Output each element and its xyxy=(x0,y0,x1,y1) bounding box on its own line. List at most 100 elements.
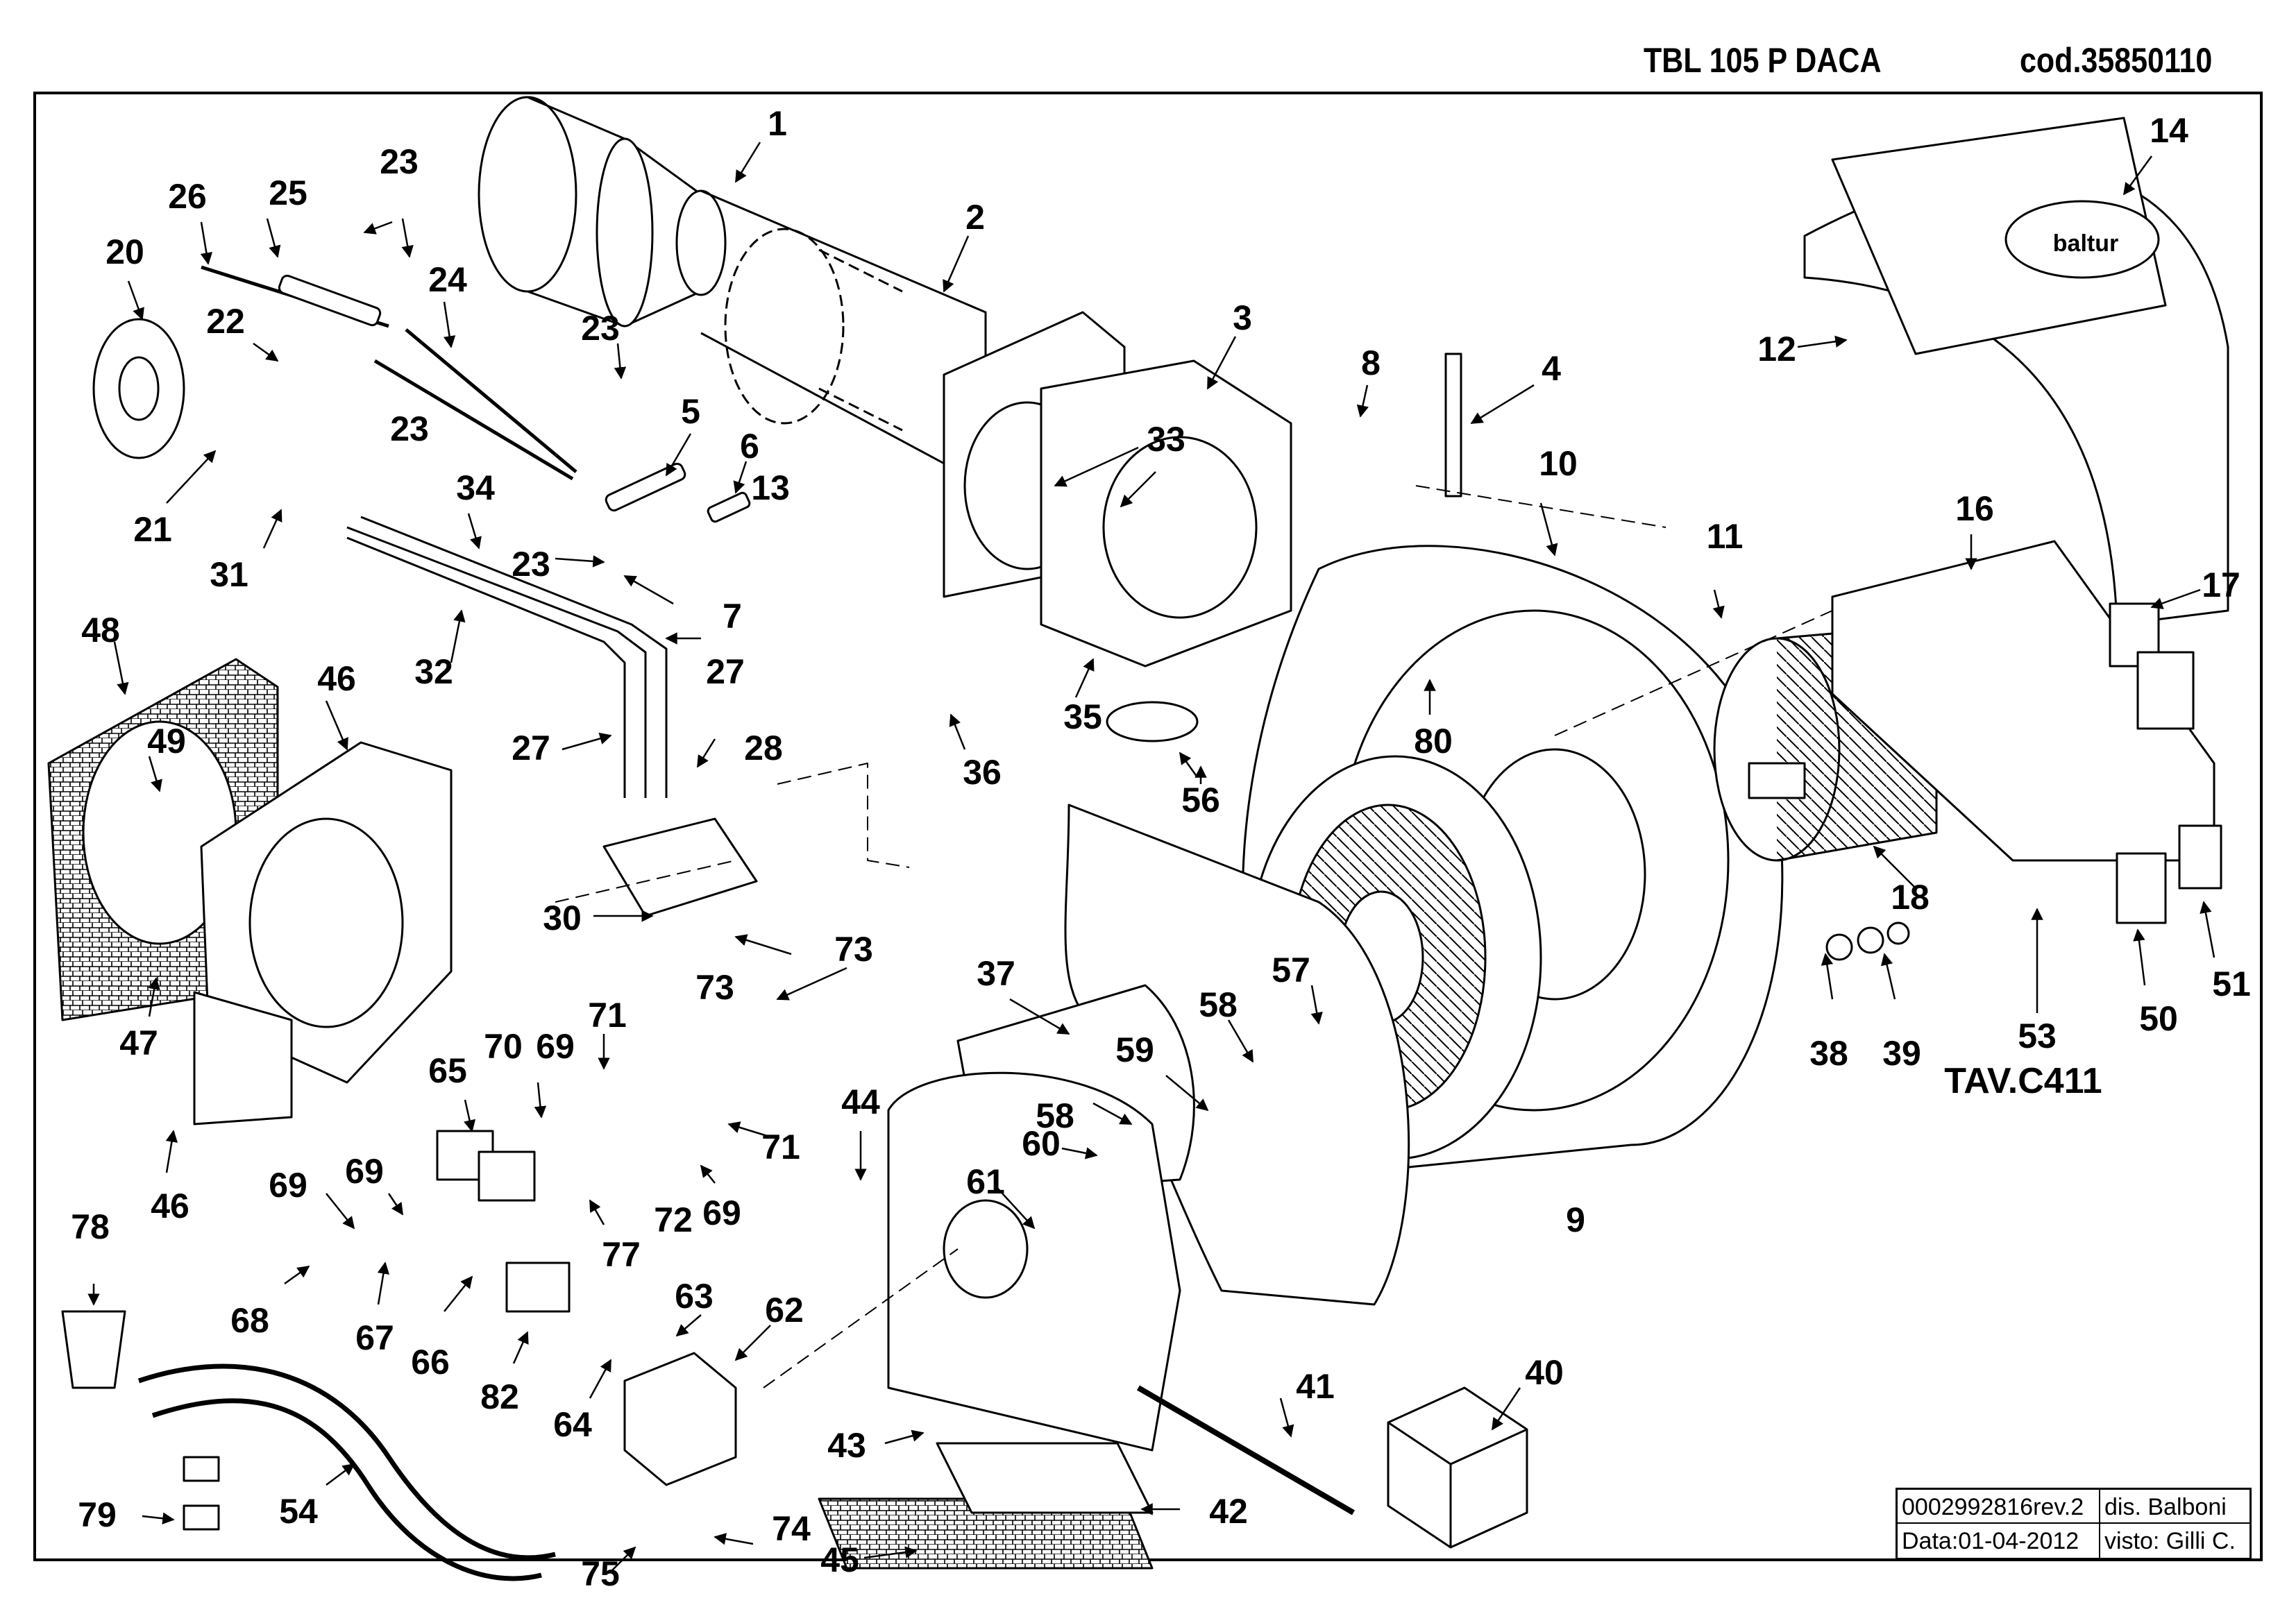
plug xyxy=(2116,852,2167,924)
callout-label: 60 xyxy=(1022,1124,1061,1163)
callout-label: 58 xyxy=(1036,1096,1074,1135)
callout-numbers: 1 2 3 4 5 6 7 8 9 10 11 12 13 14 16 17 1… xyxy=(71,104,2251,1593)
callout-label: 69 xyxy=(702,1193,741,1232)
callout-label: 53 xyxy=(2018,1017,2057,1055)
callout-label: 69 xyxy=(345,1152,384,1191)
callout-label: 30 xyxy=(543,899,582,937)
callout-label: 12 xyxy=(1757,330,1796,368)
callout-label: 46 xyxy=(317,659,356,698)
callout-label: 69 xyxy=(269,1166,307,1205)
pin xyxy=(707,491,751,523)
ring xyxy=(1825,933,1853,961)
callout-label: 39 xyxy=(1882,1034,1921,1073)
callout-label: 77 xyxy=(602,1235,641,1274)
shaft xyxy=(1136,1385,1356,1515)
callout-label: 59 xyxy=(1115,1030,1154,1069)
parts: baltur xyxy=(47,96,2229,1581)
ring xyxy=(1886,921,1910,945)
callout-label: 69 xyxy=(536,1027,575,1066)
lower-housing xyxy=(887,1071,1181,1452)
callout-label: 66 xyxy=(411,1343,450,1382)
burner-flange xyxy=(943,311,1292,668)
callout-label: 47 xyxy=(119,1023,158,1062)
callout-label: 23 xyxy=(390,409,429,448)
callout-label: 75 xyxy=(581,1554,620,1593)
servo-motor xyxy=(1387,1386,1528,1549)
oil-pipes xyxy=(346,516,668,798)
callout-label: 37 xyxy=(977,954,1015,993)
callout-label: 58 xyxy=(1199,985,1238,1024)
callout-label: 32 xyxy=(414,652,453,691)
callout-label: 9 xyxy=(1566,1200,1585,1239)
callout-label: 28 xyxy=(744,729,783,767)
callout-label: 48 xyxy=(81,611,120,649)
title-block: 0002992816rev.2 dis. Balboni Data:01-04-… xyxy=(1896,1488,2252,1560)
callout-label: 33 xyxy=(1147,420,1185,459)
callout-label: 3 xyxy=(1233,298,1252,337)
model-title: TBL 105 P DACA xyxy=(1644,41,1882,80)
callout-label: 41 xyxy=(1296,1367,1335,1406)
callout-label: 5 xyxy=(681,392,700,431)
assembly-lines xyxy=(555,485,1833,1388)
callout-label: 74 xyxy=(772,1509,811,1548)
callout-label: 70 xyxy=(484,1027,523,1066)
callout-label: 79 xyxy=(78,1495,117,1534)
callout-label: 14 xyxy=(2150,111,2188,150)
callout-label: 40 xyxy=(1525,1353,1564,1392)
callout-label: 57 xyxy=(1272,951,1310,989)
callout-label: 26 xyxy=(168,177,207,216)
oil-pump xyxy=(623,1352,737,1486)
callout-label: 73 xyxy=(834,930,873,969)
callout-label: 51 xyxy=(2212,965,2251,1003)
drawing-date: Data:01-04-2012 xyxy=(1898,1524,2100,1558)
callout-label: 71 xyxy=(761,1128,800,1166)
callout-label: 8 xyxy=(1361,343,1381,382)
callout-label: 42 xyxy=(1209,1492,1248,1531)
callout-label: 23 xyxy=(380,142,419,181)
callout-label: 67 xyxy=(355,1318,394,1357)
nozzle-plate xyxy=(602,817,758,917)
part-code: cod.35850110 xyxy=(2020,41,2213,80)
callout-label: 78 xyxy=(71,1207,110,1246)
callout-label: 56 xyxy=(1181,781,1220,819)
callout-label: 61 xyxy=(966,1162,1005,1201)
callout-label: 16 xyxy=(1955,489,1994,528)
callout-label: 38 xyxy=(1809,1034,1848,1073)
callout-label: 7 xyxy=(723,597,742,636)
callout-label: 80 xyxy=(1414,722,1453,760)
o-ring xyxy=(1106,701,1199,742)
callout-label: 23 xyxy=(581,309,620,348)
callout-label: 64 xyxy=(553,1405,592,1444)
callout-label: 68 xyxy=(230,1301,269,1340)
brand-logo: baltur xyxy=(2053,230,2118,257)
callout-label: 71 xyxy=(588,996,627,1035)
solenoid-valve xyxy=(436,1130,571,1313)
pin xyxy=(605,462,686,512)
nipple xyxy=(183,1504,220,1531)
leader-lines xyxy=(87,142,2215,1572)
callout-label: 31 xyxy=(210,555,248,594)
callout-label: 43 xyxy=(827,1426,866,1465)
callout-label: 27 xyxy=(706,652,745,691)
plug xyxy=(2178,824,2222,890)
flexible-hoses xyxy=(137,1363,556,1581)
callout-label: 73 xyxy=(695,968,734,1007)
callout-label: 11 xyxy=(1707,517,1744,556)
callout-label: 21 xyxy=(133,510,172,549)
cover xyxy=(1803,117,2229,626)
callout-label: 6 xyxy=(740,427,759,466)
callout-label: 45 xyxy=(820,1540,859,1579)
callout-label: 24 xyxy=(428,260,467,299)
stabilizer-disk xyxy=(92,318,185,459)
callout-label: 20 xyxy=(105,232,144,271)
callout-label: 10 xyxy=(1539,444,1578,483)
table-reference: TAV.C411 xyxy=(1944,1061,2102,1101)
callout-label: 46 xyxy=(151,1187,189,1225)
callout-label: 50 xyxy=(2139,999,2178,1038)
nipple xyxy=(183,1456,220,1482)
callout-label: 34 xyxy=(456,468,495,507)
cover-plate xyxy=(936,1442,1154,1514)
drawn-by: dis. Balboni xyxy=(2100,1490,2249,1524)
checked-by: visto: Gilli C. xyxy=(2104,1528,2236,1554)
callout-label: 2 xyxy=(965,198,985,237)
